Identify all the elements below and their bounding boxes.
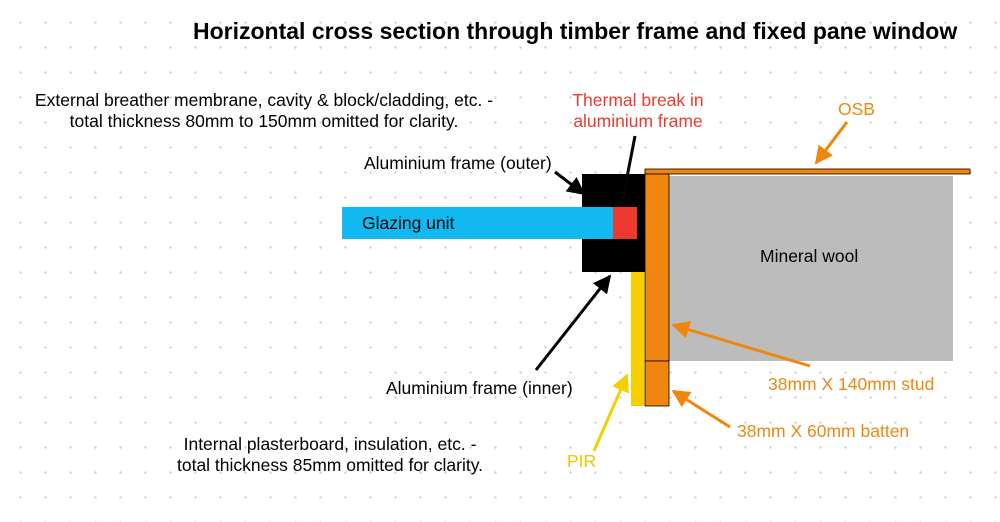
arrow-stud bbox=[671, 321, 811, 368]
thermal-break-label-line-1: Thermal break in bbox=[572, 90, 704, 110]
pir-label: PIR bbox=[567, 451, 597, 471]
timber-batten bbox=[644, 360, 670, 407]
osb-label: OSB bbox=[838, 99, 875, 119]
diagram-title: Horizontal cross section through timber … bbox=[193, 18, 958, 44]
external-note-line-1: External breather membrane, cavity & blo… bbox=[34, 90, 494, 110]
pir-strip bbox=[631, 272, 644, 406]
timber-stud bbox=[644, 173, 670, 362]
thermal-break-label: Thermal break in aluminium frame bbox=[565, 90, 711, 132]
internal-note: Internal plasterboard, insulation, etc. … bbox=[155, 434, 505, 476]
osb-board bbox=[644, 168, 971, 175]
aluminium-frame-end bbox=[637, 207, 645, 239]
aluminium-frame-outer bbox=[582, 174, 645, 207]
arrow-thermal-break bbox=[620, 135, 637, 204]
mineral-wool-label: Mineral wool bbox=[760, 246, 859, 266]
external-note: External breather membrane, cavity & blo… bbox=[18, 90, 510, 132]
thermal-break-label-line-2: aluminium frame bbox=[573, 111, 703, 131]
aluminium-outer-label: Aluminium frame (outer) bbox=[364, 153, 552, 173]
batten-label: 38mm X 60mm batten bbox=[737, 421, 910, 441]
glazing-unit bbox=[342, 207, 613, 239]
aluminium-frame-inner bbox=[582, 239, 645, 272]
internal-note-line-2: total thickness 85mm omitted for clarity… bbox=[176, 455, 484, 475]
arrow-inner-frame bbox=[534, 274, 612, 371]
aluminium-inner-label: Aluminium frame (inner) bbox=[386, 378, 573, 398]
arrow-osb bbox=[814, 121, 849, 165]
arrow-thermal-break-head bbox=[622, 140, 635, 203]
arrow-outer-frame bbox=[554, 170, 586, 196]
arrow-batten bbox=[671, 389, 731, 429]
external-note-line-2: total thickness 80mm to 150mm omitted fo… bbox=[69, 111, 459, 131]
arrow-pir bbox=[592, 373, 629, 452]
glazing-unit-label: Glazing unit bbox=[362, 213, 455, 233]
mineral-wool-block bbox=[669, 176, 953, 361]
internal-note-line-1: Internal plasterboard, insulation, etc. … bbox=[183, 434, 477, 454]
stud-label: 38mm X 140mm stud bbox=[768, 374, 935, 394]
thermal-break bbox=[613, 207, 637, 239]
